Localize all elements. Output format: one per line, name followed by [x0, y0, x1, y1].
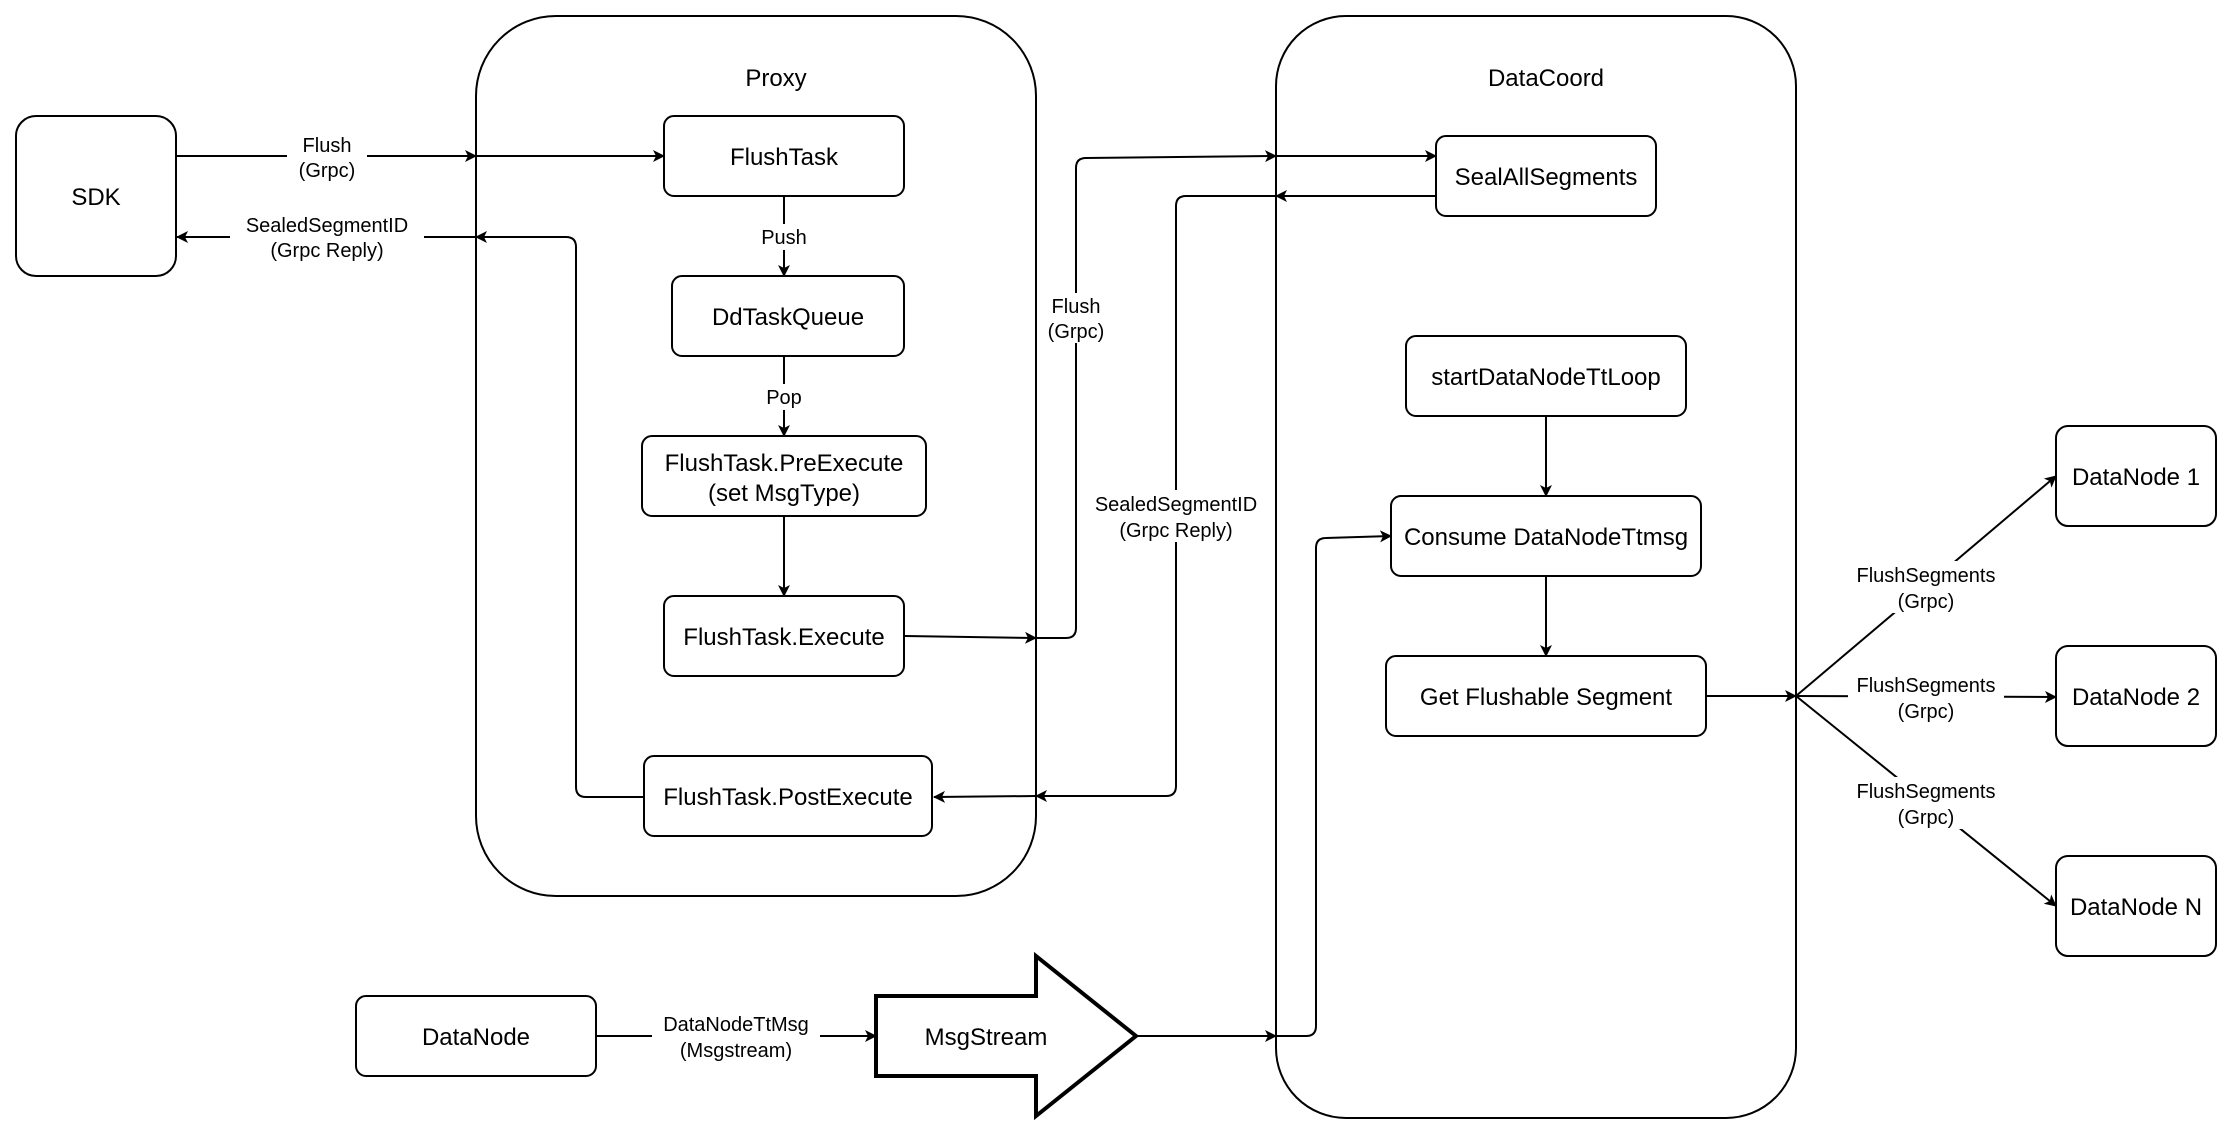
edge-datacoord-reply: SealedSegmentID (Grpc Reply)	[933, 190, 1436, 803]
edge-label-pop: Pop	[766, 387, 802, 409]
consume-label: Consume DataNodeTtmsg	[1404, 524, 1688, 551]
datanode-n-label: DataNode N	[2070, 894, 2202, 921]
edge-label-datanode-tt-msg: DataNodeTtMsg	[663, 1014, 809, 1036]
pre-execute-node: FlushTask.PreExecute (set MsgType)	[641, 435, 927, 517]
sdk-label: SDK	[71, 184, 120, 211]
sdk-node: SDK	[15, 115, 177, 277]
edge-label-grpc-reply: (Grpc Reply)	[270, 240, 383, 262]
post-execute-node: FlushTask.PostExecute	[643, 755, 933, 837]
edge-label-flush-segments-n: FlushSegments	[1857, 781, 1996, 803]
execute-node: FlushTask.Execute	[663, 595, 905, 677]
msgstream-node: MsgStream	[874, 951, 1140, 1121]
edge-label-grpc-reply-2: (Grpc Reply)	[1119, 520, 1232, 542]
edge-label-flush: Flush	[303, 135, 352, 157]
edge-label-grpc-3: (Grpc)	[1898, 591, 1955, 613]
dd-task-queue-label: DdTaskQueue	[712, 304, 864, 331]
flush-task-label: FlushTask	[730, 144, 839, 171]
start-loop-label: startDataNodeTtLoop	[1431, 364, 1660, 391]
edge-label-sealed-segment-id-2: SealedSegmentID	[1095, 494, 1257, 516]
edge-msgstream-to-consume	[1136, 530, 1392, 1042]
edge-datacoord-flush: Flush (Grpc)	[904, 150, 1437, 644]
edge-label-grpc-4: (Grpc)	[1898, 701, 1955, 723]
edge-label-flush-segments-2: FlushSegments	[1857, 675, 1996, 697]
seal-all-segments-node: SealAllSegments	[1435, 135, 1657, 217]
edge-label-msgstream: (Msgstream)	[680, 1040, 792, 1062]
post-execute-label: FlushTask.PostExecute	[663, 784, 912, 811]
edge-label-sealed-segment-id: SealedSegmentID	[246, 215, 408, 237]
edge-label-flush-2: Flush	[1052, 296, 1101, 318]
msgstream-label: MsgStream	[925, 1024, 1048, 1051]
edge-flush-segments-2: FlushSegments (Grpc)	[1795, 671, 2057, 723]
datanode-source-label: DataNode	[422, 1024, 530, 1051]
proxy-title: Proxy	[745, 65, 806, 92]
datanode-1-node: DataNode 1	[2055, 425, 2217, 527]
datanode-2-label: DataNode 2	[2072, 684, 2200, 711]
get-flushable-node: Get Flushable Segment	[1385, 655, 1707, 737]
datanode-2-node: DataNode 2	[2055, 645, 2217, 747]
edge-sdk-flush: Flush (Grpc)	[177, 132, 665, 182]
pre-execute-label: FlushTask.PreExecute	[665, 450, 904, 477]
start-loop-node: startDataNodeTtLoop	[1405, 335, 1687, 417]
get-flushable-label: Get Flushable Segment	[1420, 684, 1672, 711]
edge-push: Push	[756, 196, 812, 277]
consume-node: Consume DataNodeTtmsg	[1390, 495, 1702, 577]
execute-label: FlushTask.Execute	[683, 624, 884, 651]
datanode-1-label: DataNode 1	[2072, 464, 2200, 491]
pre-execute-sublabel: (set MsgType)	[708, 480, 860, 507]
flush-task-node: FlushTask	[663, 115, 905, 197]
datanode-source-node: DataNode	[355, 995, 597, 1077]
dd-task-queue-node: DdTaskQueue	[671, 275, 905, 357]
seal-all-segments-label: SealAllSegments	[1455, 164, 1638, 191]
datanode-n-node: DataNode N	[2055, 855, 2217, 957]
edge-datanode-msg: DataNodeTtMsg (Msgstream)	[596, 1010, 877, 1062]
edge-sdk-reply: SealedSegmentID (Grpc Reply)	[176, 212, 644, 798]
edge-label-flush-segments-1: FlushSegments	[1857, 565, 1996, 587]
edge-pop: Pop	[760, 356, 808, 437]
edge-label-grpc: (Grpc)	[299, 160, 356, 182]
edge-label-grpc-5: (Grpc)	[1898, 807, 1955, 829]
edge-flush-segments-1: FlushSegments (Grpc)	[1795, 475, 2057, 697]
datacoord-title: DataCoord	[1488, 65, 1604, 92]
edge-label-push: Push	[761, 227, 807, 249]
edge-flush-segments-n: FlushSegments (Grpc)	[1795, 695, 2057, 907]
edge-label-grpc-2: (Grpc)	[1048, 321, 1105, 343]
